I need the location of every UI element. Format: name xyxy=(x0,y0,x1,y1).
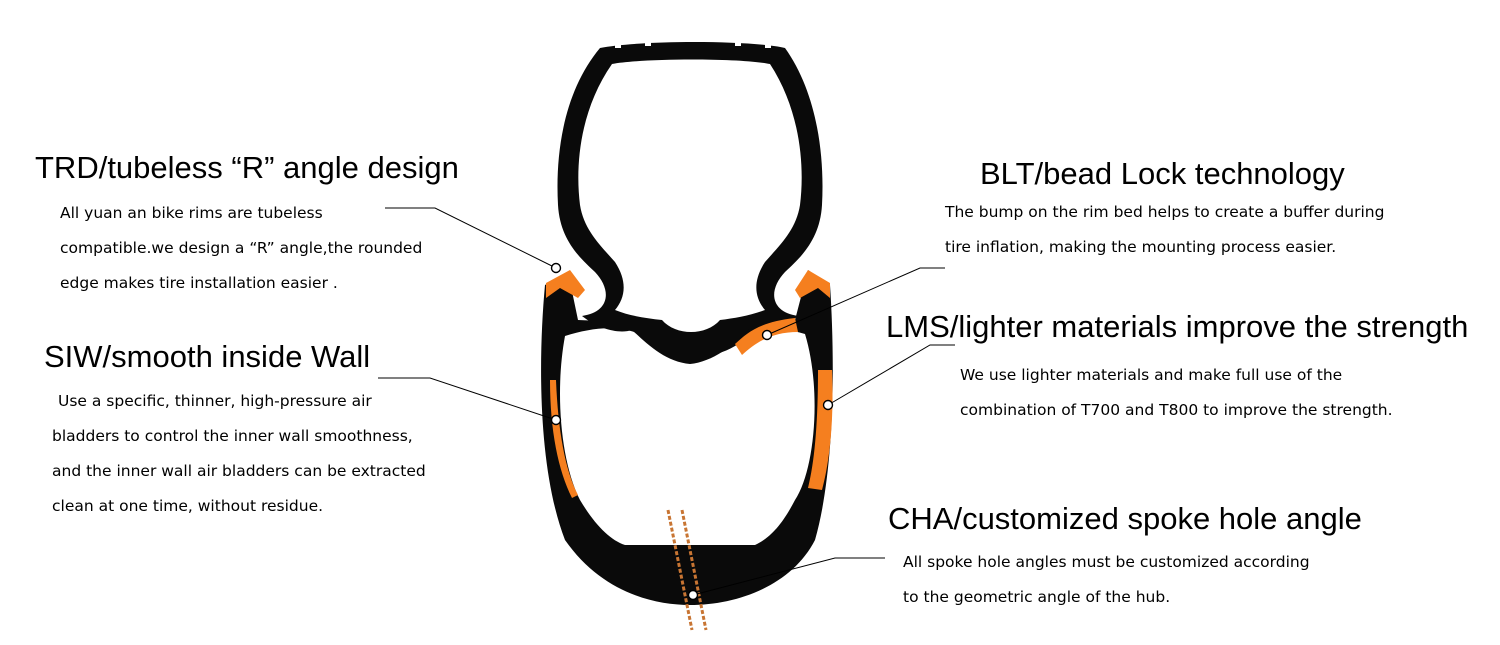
callout-text-siw: Use a specific, thinner, high-pressure a… xyxy=(52,384,426,524)
callout-line: All spoke hole angles must be customized… xyxy=(903,553,1310,571)
tire-tread xyxy=(615,38,771,48)
callout-title-trd: TRD/tubeless “R” angle design xyxy=(35,150,459,185)
callout-line: to the geometric angle of the hub. xyxy=(903,588,1171,606)
callout-line: combination of T700 and T800 to improve … xyxy=(960,401,1393,419)
callout-dot-blt xyxy=(761,329,773,341)
rim-cavity xyxy=(560,328,815,545)
callout-line: and the inner wall air bladders can be e… xyxy=(52,462,426,480)
r-angle-accent-right xyxy=(795,270,830,298)
tire-inner xyxy=(578,59,802,332)
leader-siw xyxy=(378,377,557,421)
callout-dot-trd xyxy=(550,262,562,274)
callout-line: edge makes tire installation easier . xyxy=(60,274,338,292)
spokes xyxy=(666,509,708,631)
callout-line: Use a specific, thinner, high-pressure a… xyxy=(58,392,372,410)
callout-line: clean at one time, without residue. xyxy=(52,497,324,515)
callout-dot-cha xyxy=(687,589,699,601)
leader-blt xyxy=(766,267,945,336)
callout-dot-siw xyxy=(550,414,562,426)
callout-line: The bump on the rim bed helps to create … xyxy=(945,203,1385,221)
leader-trd xyxy=(385,207,557,269)
callout-line: All yuan an bike rims are tubeless xyxy=(60,204,323,222)
callout-text-blt: The bump on the rim bed helps to create … xyxy=(945,195,1384,265)
leader-cha xyxy=(692,557,885,596)
callout-line: We use lighter materials and make full u… xyxy=(960,366,1343,384)
callout-dot-lms xyxy=(822,399,834,411)
callout-title-cha: CHA/customized spoke hole angle xyxy=(888,501,1362,536)
leader-lms xyxy=(827,344,955,406)
callout-text-cha: All spoke hole angles must be customized… xyxy=(903,545,1310,615)
callout-title-lms: LMS/lighter materials improve the streng… xyxy=(886,309,1469,344)
callout-title-blt: BLT/bead Lock technology xyxy=(980,156,1345,191)
callout-text-trd: All yuan an bike rims are tubeless compa… xyxy=(60,196,422,301)
callout-line: tire inflation, making the mounting proc… xyxy=(945,238,1337,256)
r-angle-accent-left xyxy=(546,270,585,298)
callout-title-siw: SIW/smooth inside Wall xyxy=(44,339,371,374)
callout-text-lms: We use lighter materials and make full u… xyxy=(960,358,1393,428)
inner-wall-accent xyxy=(550,380,578,498)
material-accent xyxy=(808,370,833,490)
callout-line: compatible.we design a “R” angle,the rou… xyxy=(60,239,423,257)
callout-line: bladders to control the inner wall smoot… xyxy=(52,427,413,445)
